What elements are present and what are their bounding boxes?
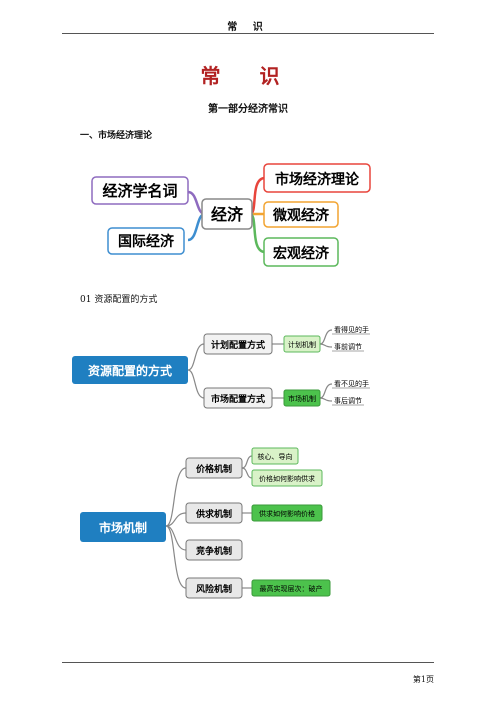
map3-competition-label: 竞争机制 — [195, 545, 232, 557]
map3-price-note-2-node — [251, 469, 323, 487]
map1-left-top-node — [91, 176, 189, 205]
map3-connectors — [165, 455, 253, 589]
map3-price-label: 价格机制 — [196, 463, 232, 475]
map3-risk-label: 风险机制 — [196, 583, 232, 595]
document-title: 常 识 — [200, 64, 296, 88]
map1-left-bottom-label: 国际经济 — [118, 233, 175, 250]
running-header: 常 识 — [227, 22, 269, 33]
map2-root-node — [72, 356, 188, 384]
map3-supply-node — [185, 502, 243, 524]
map1-right-1-node — [263, 163, 371, 193]
map3-root-node — [80, 512, 166, 542]
footer-divider — [62, 662, 434, 663]
map3-risk-note-node — [251, 579, 331, 597]
map2-plan-note-1: 看得见的手 — [334, 325, 369, 334]
map2-plan-mechanism-label: 计划机制 — [288, 340, 316, 349]
map2-plan-label: 计划配置方式 — [211, 339, 265, 351]
map1-center-node — [201, 198, 253, 230]
map3-price-note-1-node — [251, 447, 299, 465]
map1-left-top-label: 经济学名词 — [102, 182, 177, 200]
map3-supply-note-node — [251, 504, 323, 522]
map2-plan-mechanism-node — [283, 335, 321, 353]
map2-market-mechanism-node — [283, 389, 321, 407]
map1-left-bottom-node — [107, 227, 185, 255]
map2-connectors — [187, 329, 333, 402]
map2-plan-note-2: 事前调节 — [334, 342, 362, 351]
subsection-title: 01 资源配置的方式 — [80, 295, 158, 305]
map3-price-node — [185, 457, 243, 479]
map3-supply-note: 供求如何影响价格 — [259, 509, 315, 518]
header-divider — [62, 33, 434, 34]
map1-right-1-label: 市场经济理论 — [275, 171, 360, 188]
map2-market-mechanism-label: 市场机制 — [288, 394, 316, 403]
map1-right-3-label: 宏观经济 — [273, 245, 330, 262]
map2-market-label: 市场配置方式 — [211, 393, 265, 405]
map3-risk-node — [185, 577, 243, 599]
map2-plan-node — [203, 333, 273, 355]
part-title: 第一部分经济常识 — [208, 104, 288, 115]
section-title: 一、市场经济理论 — [80, 131, 153, 141]
map3-root-label: 市场机制 — [99, 520, 147, 535]
map3-supply-label: 供求机制 — [195, 508, 232, 520]
map3-risk-note: 最高实现层次：破产 — [260, 584, 323, 593]
map1-right-2-node — [263, 201, 339, 228]
page-number: 第1页 — [412, 675, 434, 684]
map1-right-2-label: 微观经济 — [272, 207, 330, 224]
map2-market-note-2: 事后调节 — [334, 396, 362, 405]
map2-market-node — [203, 387, 273, 409]
map1-right-3-node — [263, 237, 339, 267]
map2-market-note-1: 看不见的手 — [334, 379, 369, 388]
map3-price-note-2: 价格如何影响供求 — [259, 474, 315, 483]
map2-root-label: 资源配置的方式 — [88, 363, 172, 378]
map1-center-label: 经济 — [211, 205, 244, 224]
map3-competition-node — [185, 539, 243, 561]
map3-price-note-1: 核心、导向 — [258, 452, 293, 461]
